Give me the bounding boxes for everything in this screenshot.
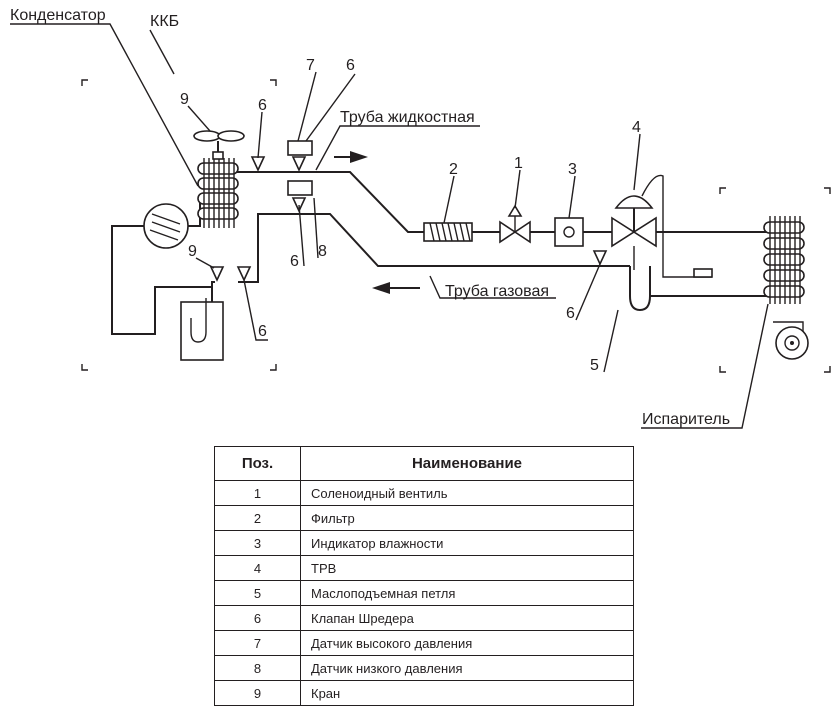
oil-lift-loop-icon: [629, 266, 651, 312]
row-name: Фильтр: [300, 505, 634, 531]
kkb-label: ККБ: [150, 13, 179, 30]
callout-3: 3: [568, 161, 577, 178]
row-pos: 2: [214, 505, 301, 531]
row-pos: 6: [214, 605, 301, 631]
row-name: Клапан Шредера: [300, 605, 634, 631]
low-pressure-sensor-icon: [287, 180, 313, 196]
row-name: Соленоидный вентиль: [300, 480, 634, 506]
liquid-flow-arrow-icon: [334, 151, 368, 163]
callout-4: 4: [632, 119, 641, 136]
callout-9-bottom: 9: [188, 243, 197, 260]
row-pos: 1: [214, 480, 301, 506]
gas-pipe-label: Труба газовая: [445, 283, 549, 300]
evaporator-label: Испаритель: [642, 411, 730, 428]
callout-2: 2: [449, 161, 458, 178]
row-name: Индикатор влажности: [300, 530, 634, 556]
row-pos: 4: [214, 555, 301, 581]
liquid-line: [232, 171, 770, 233]
compressor-icon: [143, 203, 189, 249]
callout-6-gas: 6: [566, 305, 575, 322]
row-name: Датчик высокого давления: [300, 630, 634, 656]
row-name: ТРВ: [300, 555, 634, 581]
row-pos: 3: [214, 530, 301, 556]
callout-6-top-right: 6: [346, 57, 355, 74]
liquid-pipe-label: Труба жидкостная: [340, 109, 475, 126]
refrigeration-schematic: Конденсатор ККБ Труба жидкостная Труба г…: [10, 7, 831, 429]
gas-flow-arrow-icon: [372, 282, 420, 294]
callout-1: 1: [514, 155, 523, 172]
discharge-line: [188, 196, 201, 227]
receiver-icon: [180, 298, 224, 361]
schrader-valve-icon: [250, 156, 608, 266]
row-pos: 8: [214, 655, 301, 681]
condenser-coil: [197, 158, 239, 228]
legend-header-row: Поз. Наименование: [214, 446, 634, 481]
evaporator-coil: [763, 216, 805, 304]
gas-line: [238, 213, 770, 297]
txv-icon: [611, 174, 713, 278]
row-name: Кран: [300, 680, 634, 706]
evaporator-fan-icon: [773, 321, 809, 360]
callout-7: 7: [306, 57, 315, 74]
row-pos: 7: [214, 630, 301, 656]
moisture-indicator-icon: [554, 217, 584, 247]
filter-icon: [423, 222, 473, 242]
legend-header-name: Наименование: [300, 446, 634, 481]
shutoff-valve-icon: [209, 266, 252, 282]
row-pos: 5: [214, 580, 301, 606]
kkb-frame-marks: [81, 79, 277, 371]
legend-header-pos: Поз.: [214, 446, 301, 481]
callout-6-sensor: 6: [290, 253, 299, 270]
callout-9-top: 9: [180, 91, 189, 108]
condenser-label: Конденсатор: [10, 7, 106, 24]
row-pos: 9: [214, 680, 301, 706]
callout-6-receiver: 6: [258, 323, 267, 340]
callout-5: 5: [590, 357, 599, 374]
leader-lines: [10, 23, 769, 429]
row-name: Маслоподъемная петля: [300, 580, 634, 606]
callout-8: 8: [318, 243, 327, 260]
solenoid-valve-icon: [499, 204, 531, 244]
callout-6-top-left: 6: [258, 97, 267, 114]
evaporator-frame-marks: [719, 187, 831, 373]
condenser-fan-icon: [193, 130, 245, 160]
high-pressure-sensor-icon: [287, 140, 313, 156]
row-name: Датчик низкого давления: [300, 655, 634, 681]
